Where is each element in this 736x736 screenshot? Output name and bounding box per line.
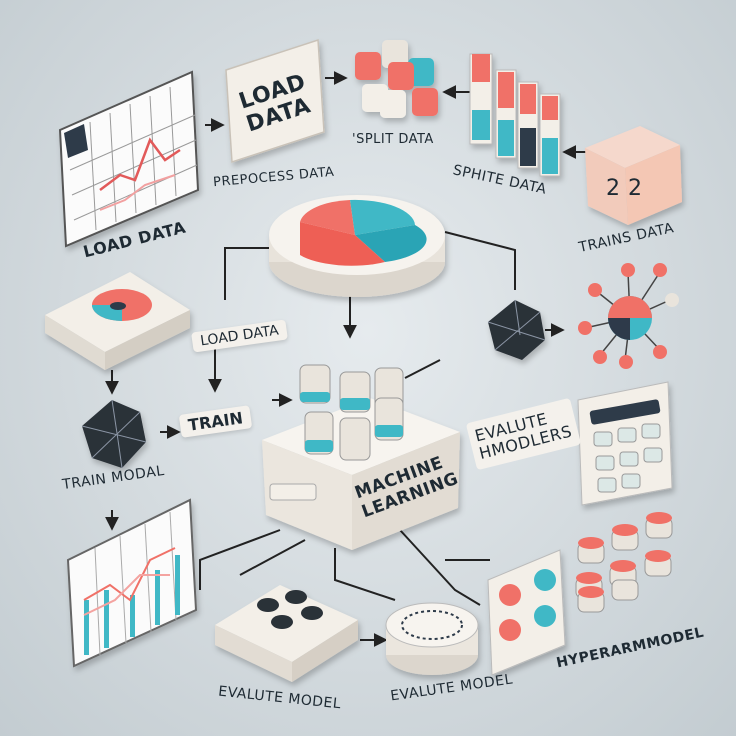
- polyhedron-icon: [81, 399, 147, 469]
- split-data-label: 'SPLIT DATA: [352, 132, 434, 147]
- cube-icon: [585, 126, 682, 225]
- buttons-icon: [575, 512, 673, 613]
- four-dot-block: [215, 585, 358, 682]
- network-icon: [578, 263, 679, 369]
- control-panel-icon: [487, 549, 566, 676]
- keypad-icon: [577, 381, 673, 506]
- gauge-icon: [385, 602, 479, 675]
- pie-chart-icon: [269, 195, 445, 297]
- load-data-card: [225, 38, 325, 164]
- chart-icon: [58, 70, 200, 248]
- blocks-icon: [355, 40, 438, 118]
- cylinders-icon: [299, 364, 404, 461]
- machine-learning-block: [262, 398, 460, 550]
- cube-digits: 2 2: [606, 176, 643, 201]
- polyhedron-icon-right: [487, 299, 546, 360]
- bar-chart-icon: [66, 498, 198, 668]
- bars-icon: [469, 53, 561, 177]
- pie-card-icon: [45, 272, 190, 370]
